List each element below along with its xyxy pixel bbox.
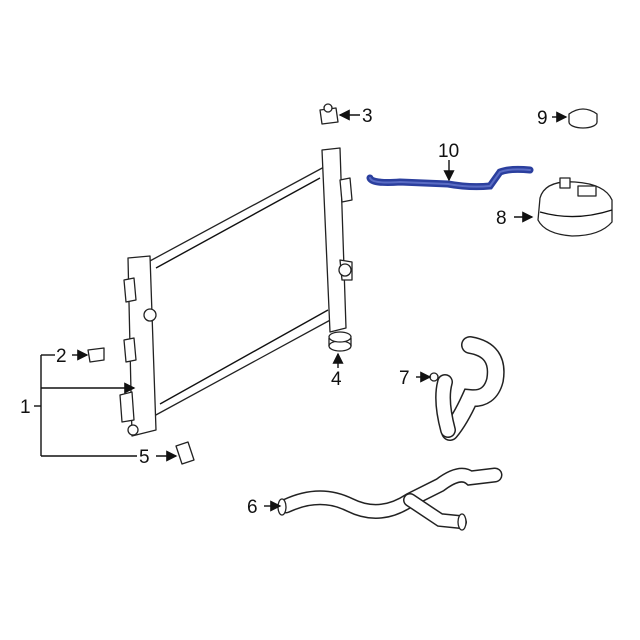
part-5-clip[interactable] <box>175 441 195 465</box>
part-10-hose[interactable] <box>366 165 534 191</box>
callout-6: 6 <box>247 497 258 518</box>
callout-9: 9 <box>537 108 548 129</box>
radiator[interactable] <box>119 147 353 437</box>
part-2-clip[interactable] <box>87 347 105 363</box>
part-3-bracket[interactable] <box>319 103 339 125</box>
callout-1: 1 <box>20 397 31 418</box>
callout-2: 2 <box>56 346 67 367</box>
callout-7: 7 <box>399 368 410 389</box>
callout-3: 3 <box>362 106 373 127</box>
part-4-grommet[interactable] <box>328 331 352 352</box>
part-8-coolant-reservoir[interactable] <box>537 177 613 237</box>
part-6-hose[interactable] <box>277 467 503 531</box>
callout-1-bracket <box>34 354 137 457</box>
part-7-hose[interactable] <box>429 336 505 441</box>
callout-4: 4 <box>331 369 342 390</box>
callout-5: 5 <box>139 447 150 468</box>
callout-10: 10 <box>438 141 459 162</box>
part-9-reservoir-cap[interactable] <box>568 108 598 129</box>
callout-8: 8 <box>496 208 507 229</box>
